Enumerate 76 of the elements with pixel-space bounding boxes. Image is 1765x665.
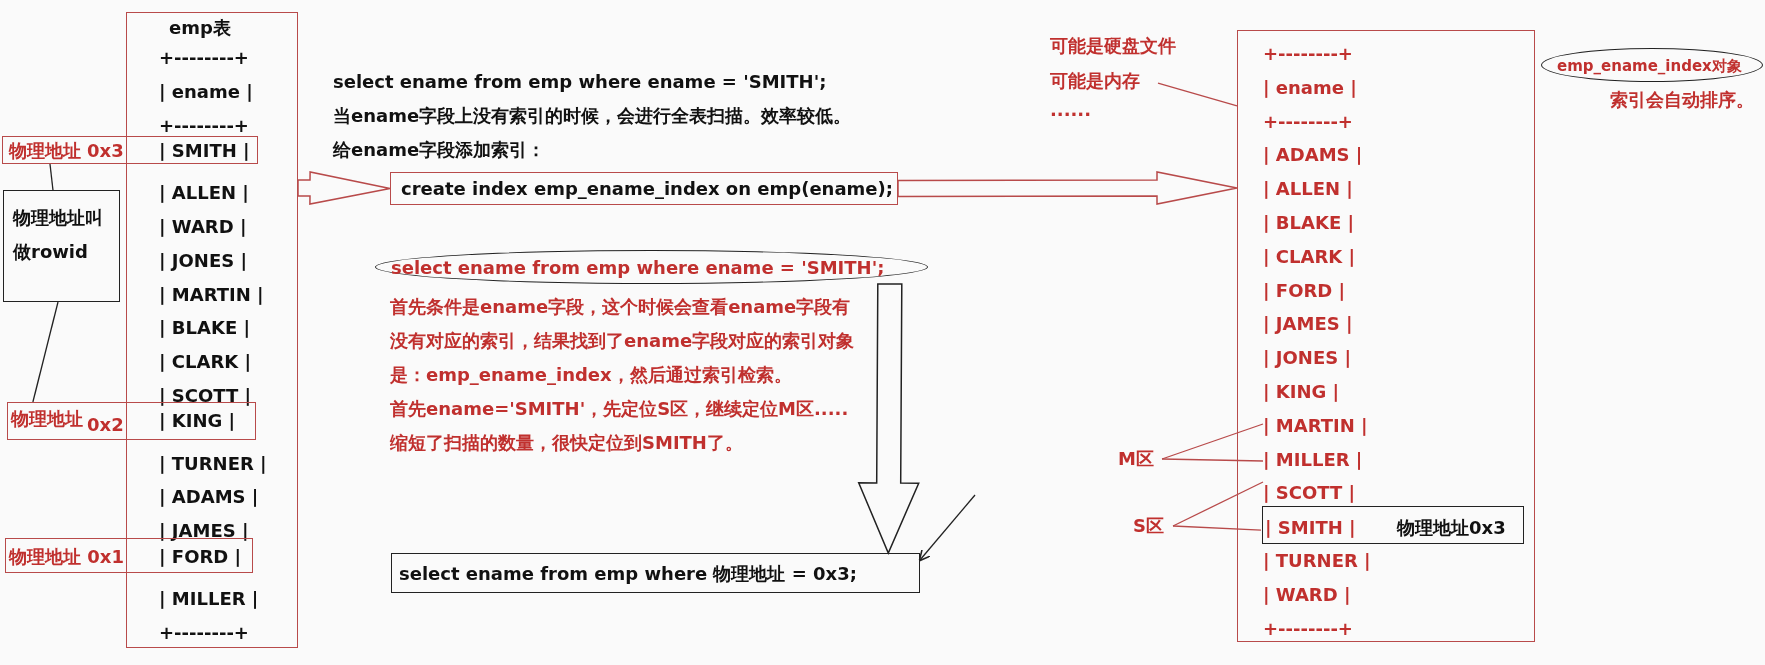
table-row: +--------+	[159, 620, 249, 645]
index-frame	[1237, 30, 1535, 642]
annotation-text: 首先ename='SMITH'，先定位S区，继续定位M区.....	[390, 397, 850, 421]
box-text: | SMITH |	[159, 139, 250, 163]
sql-box	[390, 172, 898, 205]
table-row: | MARTIN |	[1263, 413, 1368, 438]
table-row: | BLAKE |	[1263, 211, 1355, 235]
table-row: | ename |	[1263, 75, 1357, 100]
table-row: | JONES |	[159, 248, 247, 273]
leader-line	[1161, 423, 1264, 460]
block-arrow	[297, 171, 391, 205]
table-row: | BLAKE |	[159, 316, 251, 341]
table-row: | SCOTT |	[1263, 481, 1356, 506]
annotation-text: select ename from emp where ename = 'SMITH';	[333, 70, 827, 94]
table-row: +--------+	[1263, 616, 1353, 641]
sql-box	[391, 553, 920, 593]
table-row: | MILLER |	[159, 586, 259, 611]
table-row: +--------+	[159, 46, 249, 70]
note-box	[3, 190, 120, 302]
table-row: +--------+	[159, 113, 249, 138]
box-text: emp_ename_index对象	[1557, 56, 1742, 77]
table-row: | WARD |	[1263, 582, 1351, 607]
annotation-text: 缩短了扫描的数量，很快定位到SMITH了。	[390, 431, 744, 455]
table-row: +--------+	[1263, 42, 1353, 66]
table-row: | MILLER |	[1263, 447, 1363, 472]
annotation-text: 可能是硬盘文件	[1050, 34, 1176, 58]
leader-line	[1161, 458, 1264, 462]
leader-line	[49, 163, 54, 191]
box-text: select ename from emp where 物理地址 = 0x3;	[399, 562, 857, 586]
table-row: | ALLEN |	[1263, 177, 1353, 202]
block-arrow	[857, 283, 920, 555]
table-row: | ADAMS |	[159, 485, 259, 510]
table-row: | KING |	[1263, 380, 1340, 404]
table-row: | ename |	[159, 79, 253, 104]
table-row: +--------+	[1263, 109, 1353, 134]
leader-line	[1157, 82, 1238, 107]
box-text: | KING |	[159, 409, 236, 433]
box-text: create index emp_ename_index on emp(ename);	[401, 177, 893, 201]
block-arrow	[897, 171, 1238, 205]
leader-line	[1172, 481, 1264, 527]
annotation-text: 当ename字段上没有索引的时候，会进行全表扫描。效率较低。	[333, 104, 852, 128]
table-row: | TURNER |	[159, 451, 267, 476]
table-title: emp表	[169, 16, 231, 40]
annotation-text: 可能是内存	[1050, 68, 1158, 94]
table-row: | MARTIN |	[159, 282, 264, 307]
box-text: 0x2	[87, 413, 124, 437]
box-text: select ename from emp where ename = 'SMITH';	[391, 256, 885, 280]
leader-line	[32, 301, 59, 403]
zone-label: S区	[1133, 513, 1173, 539]
note-text: 索引会自动排序。	[1610, 88, 1754, 112]
box-text: | FORD |	[159, 545, 242, 569]
box-text: 物理地址	[11, 407, 83, 431]
table-row: | ADAMS |	[1263, 143, 1363, 168]
box-text: 物理地址	[9, 139, 81, 163]
highlight-box	[2, 136, 258, 164]
table-row: | WARD |	[159, 215, 247, 239]
annotation-text: 首先条件是ename字段，这个时候会查看ename字段有没有对应的索引，结果找到了ename字段对应的索引对象是：emp_ename_index，然后通过索引检索。	[390, 295, 856, 387]
table-row: | JONES |	[1263, 346, 1351, 371]
table-row: | ALLEN |	[159, 181, 249, 206]
leader-line	[1172, 525, 1262, 531]
box-text: 物理地址 0x1	[9, 545, 124, 569]
box-text: 物理地址0x3	[1397, 516, 1506, 541]
annotation-text: ......	[1050, 98, 1092, 122]
arrow	[918, 494, 976, 562]
table-row: | TURNER |	[1263, 549, 1371, 573]
annotation-text: 给ename字段添加索引：	[333, 138, 546, 162]
box-text: 物理地址叫做rowid	[13, 206, 104, 264]
table-row: | JAMES |	[1263, 312, 1353, 337]
table-row: | CLARK |	[159, 350, 252, 375]
box-text: 0x3	[87, 139, 124, 163]
box-text: | SMITH |	[1265, 516, 1356, 541]
zone-label: M区	[1118, 446, 1162, 472]
table-row: | CLARK |	[1263, 244, 1356, 269]
table-frame	[126, 12, 298, 648]
highlight-box	[1262, 506, 1524, 544]
table-row: | FORD |	[1263, 278, 1346, 303]
